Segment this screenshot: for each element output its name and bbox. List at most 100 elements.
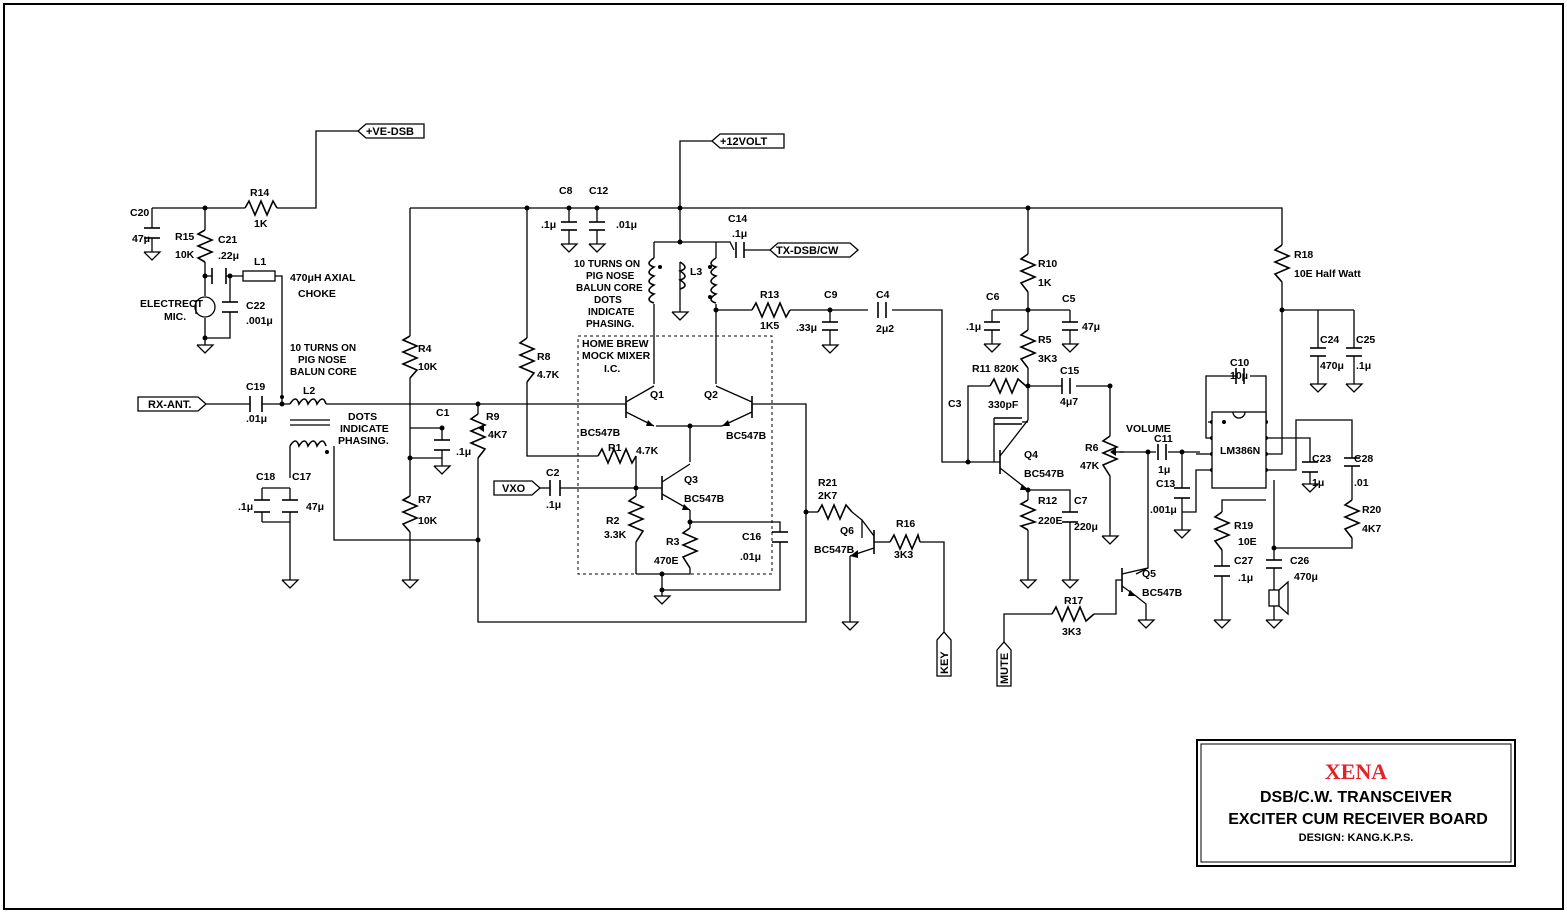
svg-text:BC547B: BC547B [1142, 587, 1183, 599]
svg-text:.1μ: .1μ [546, 499, 561, 511]
capacitor-c24 [1310, 347, 1326, 357]
svg-text:DOTS: DOTS [348, 411, 377, 423]
svg-text:3K3: 3K3 [1062, 626, 1081, 638]
capacitor-c2 [549, 480, 561, 496]
svg-text:R15: R15 [175, 231, 194, 243]
svg-text:R21: R21 [818, 477, 837, 489]
svg-text:R7: R7 [418, 494, 432, 506]
svg-text:10K: 10K [418, 515, 438, 527]
resistor-r19 [1212, 511, 1232, 551]
svg-text:2K7: 2K7 [818, 490, 837, 502]
svg-text:C19: C19 [246, 381, 265, 393]
svg-text:L2: L2 [303, 385, 315, 397]
svg-text:BC547B: BC547B [1024, 468, 1065, 480]
capacitor-c13 [1174, 487, 1190, 499]
svg-text:R18: R18 [1294, 249, 1313, 261]
resistor-r4 [400, 335, 420, 379]
capacitors [144, 221, 1362, 577]
ground-symbols [143, 243, 1364, 631]
resistor-r10 [1018, 253, 1038, 293]
svg-text:.1μ: .1μ [732, 228, 747, 240]
svg-text:3K3: 3K3 [1038, 353, 1057, 365]
svg-text:Q6: Q6 [840, 525, 854, 537]
inductors [242, 257, 718, 454]
resistor-r14 [244, 198, 278, 218]
resistor-r13 [751, 300, 791, 320]
capacitor-c26 [1266, 559, 1282, 569]
svg-text:C15: C15 [1060, 365, 1079, 377]
svg-text:4μ7: 4μ7 [1060, 396, 1078, 408]
svg-text:BALUN CORE: BALUN CORE [290, 367, 357, 378]
svg-text:C6: C6 [986, 291, 1000, 303]
svg-text:C13: C13 [1156, 478, 1175, 490]
svg-text:R1: R1 [608, 442, 622, 454]
inductor-l3-left [648, 257, 656, 304]
capacitor-c3 [994, 417, 1022, 425]
designer-credit: DESIGN: KANG.K.P.S. [1299, 832, 1414, 844]
net-flag-vxo [493, 480, 541, 496]
svg-text:R10: R10 [1038, 258, 1057, 270]
svg-text:.22μ: .22μ [218, 250, 239, 262]
net-flag-rx [137, 396, 207, 412]
svg-text:R3: R3 [666, 536, 680, 548]
svg-text:10μ: 10μ [1230, 370, 1248, 382]
svg-text:.01μ: .01μ [740, 551, 761, 563]
capacitor-c4 [877, 302, 887, 318]
svg-text:.33μ: .33μ [796, 322, 817, 334]
svg-text:Q5: Q5 [1142, 568, 1156, 580]
svg-text:PHASING.: PHASING. [338, 435, 389, 447]
svg-text:+12VOLT: +12VOLT [720, 136, 767, 148]
capacitor-c22 [222, 301, 238, 313]
resistor-r2 [626, 495, 646, 543]
resistors [195, 198, 1362, 624]
svg-text:10E Half Watt: 10E Half Watt [1294, 268, 1361, 280]
transistor-q1 [625, 385, 655, 427]
junctions [202, 205, 1285, 593]
svg-text:.1μ: .1μ [1238, 572, 1253, 584]
svg-text:R8: R8 [537, 351, 551, 363]
capacitor-c15 [1061, 378, 1071, 394]
svg-text:BC547B: BC547B [726, 430, 767, 442]
svg-text:10 TURNS ON: 10 TURNS ON [574, 259, 640, 270]
svg-text:47μ: 47μ [306, 501, 324, 513]
svg-text:1μ: 1μ [1312, 477, 1324, 489]
svg-text:R12: R12 [1038, 495, 1057, 507]
svg-text:R9: R9 [486, 411, 500, 423]
svg-text:PHASING.: PHASING. [586, 319, 635, 330]
resistor-r5 [1018, 329, 1038, 369]
resistor-r11 [989, 376, 1027, 396]
lm386-ic [1211, 411, 1267, 489]
svg-text:4.7K: 4.7K [636, 445, 659, 457]
svg-text:3K3: 3K3 [894, 549, 913, 561]
svg-text:4K7: 4K7 [1362, 523, 1381, 535]
capacitor-c21 [211, 268, 227, 284]
svg-text:47K: 47K [1080, 460, 1100, 472]
resistor-r3 [680, 527, 700, 569]
svg-text:ELECTRECT: ELECTRECT [140, 298, 204, 310]
capacitor-c16 [772, 531, 788, 543]
capacitor-c6 [984, 321, 1000, 331]
capacitor-c18 [254, 499, 270, 513]
speaker-icon [1268, 580, 1289, 616]
svg-text:PIG NOSE: PIG NOSE [298, 355, 347, 366]
svg-text:C26: C26 [1290, 555, 1309, 567]
svg-text:R11: R11 [972, 363, 991, 375]
svg-text:C2: C2 [546, 467, 560, 479]
svg-text:470μH AXIAL: 470μH AXIAL [290, 272, 356, 284]
transistors [625, 385, 1149, 597]
svg-text:220E: 220E [1038, 515, 1063, 527]
capacitor-c27 [1214, 565, 1230, 577]
capacitor-c7 [1062, 511, 1078, 523]
capacitor-c20 [144, 227, 160, 239]
capacitor-c12 [589, 221, 605, 231]
svg-text:R16: R16 [896, 518, 915, 530]
net-flags: +VE-DSB +12VOLT TX-DSB/CW RX-ANT. VXO KE… [137, 123, 1012, 687]
svg-text:C28: C28 [1354, 453, 1373, 465]
svg-text:C24: C24 [1320, 334, 1339, 346]
inductor-l2-primary [289, 398, 327, 406]
svg-text:DOTS: DOTS [594, 295, 622, 306]
svg-text:INDICATE: INDICATE [588, 307, 635, 318]
microphone-icon [194, 296, 216, 318]
svg-text:C25: C25 [1356, 334, 1375, 346]
